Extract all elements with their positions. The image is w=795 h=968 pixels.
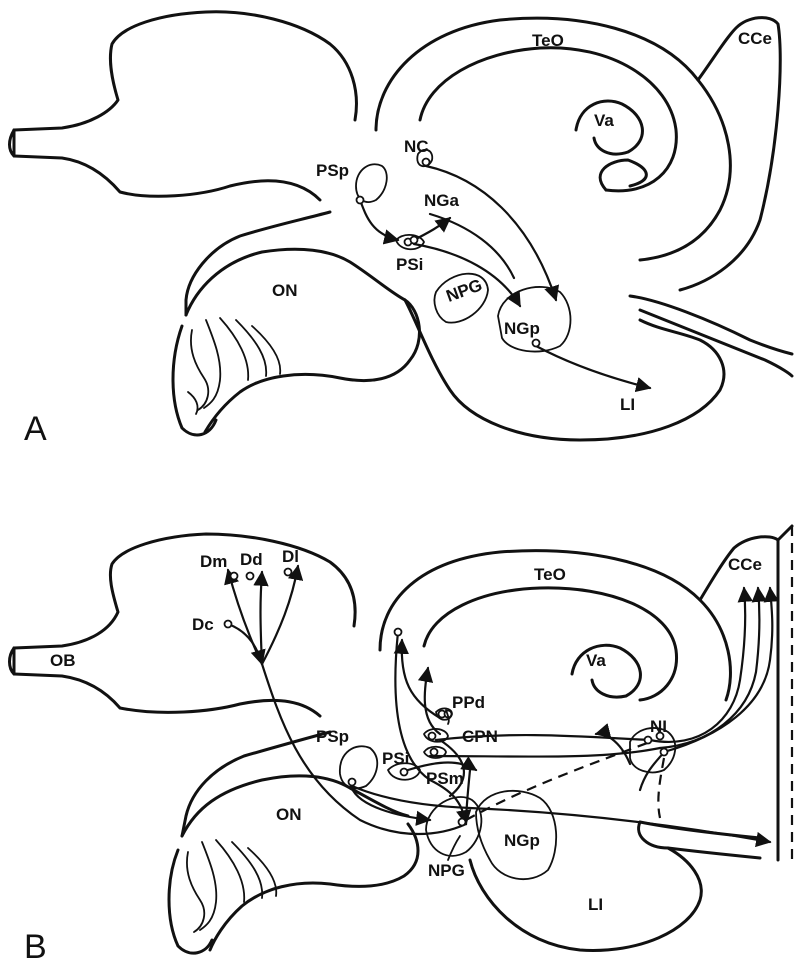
dm-soma-b <box>231 573 238 580</box>
pathway-ngp-li-a <box>536 346 650 388</box>
panel-label-a: A <box>24 410 47 448</box>
label-psm-b: PSm <box>426 769 464 788</box>
label-ngp-b: NGp <box>504 831 540 850</box>
psp-soma-a <box>357 197 364 204</box>
label-dd-b: Dd <box>240 550 263 569</box>
label-teo-b: TeO <box>534 565 566 584</box>
dd-soma-b <box>247 573 254 580</box>
label-psp-b: PSp <box>316 727 349 746</box>
label-nga-a: NGa <box>424 191 460 210</box>
psp-nucleus-b <box>340 746 377 788</box>
label-dl-b: Dl <box>282 547 299 566</box>
label-cpn-b: CPN <box>462 727 498 746</box>
label-cce-b: CCe <box>728 555 762 574</box>
pathways-b <box>228 566 772 842</box>
pathway-psp-psi-a <box>360 200 398 240</box>
label-va-a: Va <box>594 111 614 130</box>
inferior-lobe-a <box>405 300 724 440</box>
retina-folds-b <box>169 840 276 953</box>
psi-soma-b <box>401 769 408 776</box>
psm-soma-b <box>431 749 438 756</box>
label-ngp-a: NGp <box>504 319 540 338</box>
label-li-b: LI <box>588 895 603 914</box>
label-dm-b: Dm <box>200 552 227 571</box>
olfactory-bulb-a <box>14 12 356 130</box>
panel-a: TeO CCe Va NC PSp NGa PSi NPG ON NGp LI … <box>10 12 793 448</box>
label-va-b: Va <box>586 651 606 670</box>
retina-folds-a <box>173 318 280 435</box>
cpn-soma-b <box>429 733 436 740</box>
panel-b: Dm Dd Dl Dc OB TeO CCe Va PPd PSp NI CPN… <box>10 526 793 966</box>
optic-nerve-a <box>186 249 419 432</box>
olfactory-bulb-b <box>14 534 355 648</box>
psp-soma-b <box>349 779 356 786</box>
dl-soma-b <box>285 569 292 576</box>
label-on-b: ON <box>276 805 302 824</box>
label-psp-a: PSp <box>316 161 349 180</box>
label-li-a: LI <box>620 395 635 414</box>
label-psi-b: PSi <box>382 749 409 768</box>
label-teo-a: TeO <box>532 31 564 50</box>
npg-soma-b <box>459 819 466 826</box>
valvula-b <box>572 645 640 697</box>
label-cce-a: CCe <box>738 29 772 48</box>
inferior-lobe-b <box>470 848 701 950</box>
dashed-path-2-b <box>658 758 664 818</box>
panel-label-b: B <box>24 928 47 966</box>
dc-soma-b <box>225 621 232 628</box>
label-nc-a: NC <box>404 137 429 156</box>
ngp-soma-a <box>533 340 540 347</box>
label-ob-b: OB <box>50 651 76 670</box>
ni-soma-b <box>645 737 652 744</box>
label-dc-b: Dc <box>192 615 214 634</box>
label-on-a: ON <box>272 281 298 300</box>
pathway-nc-ngp-a <box>426 166 556 300</box>
label-ppd-b: PPd <box>452 693 485 712</box>
nc-soma-a <box>423 159 430 166</box>
label-psi-a: PSi <box>396 255 423 274</box>
label-npg-b: NPG <box>428 861 465 880</box>
label-ni-b: NI <box>650 717 667 736</box>
